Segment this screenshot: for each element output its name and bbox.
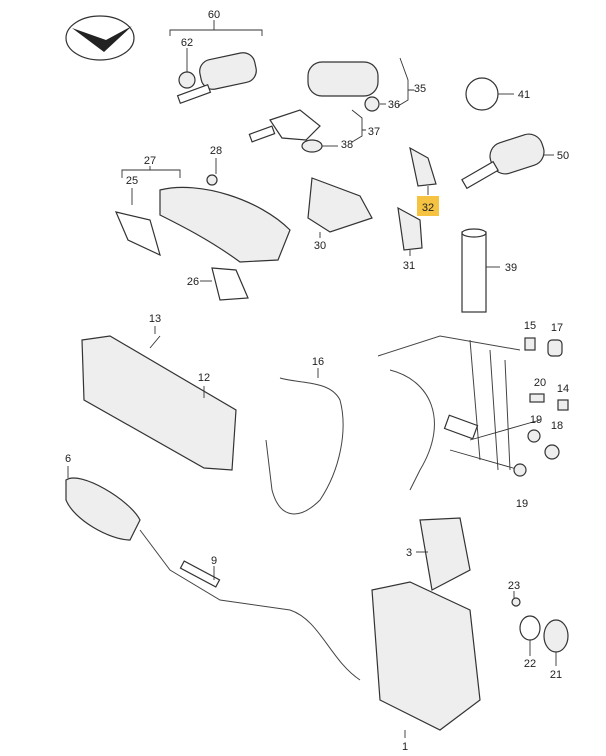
label-22: 22 (524, 658, 536, 670)
label-50: 50 (557, 150, 569, 162)
highlight-box (417, 196, 439, 216)
label-62: 62 (181, 37, 193, 49)
label-37: 37 (368, 126, 380, 138)
label-17: 17 (551, 322, 563, 334)
label-6: 6 (65, 453, 71, 465)
part-small-fasteners (513, 337, 569, 477)
label-30: 30 (314, 240, 326, 252)
label-16: 16 (312, 356, 324, 368)
label-25: 25 (126, 175, 138, 187)
part-cable-16 (265, 368, 344, 515)
label-13: 13 (149, 313, 161, 325)
label-38: 38 (341, 139, 353, 151)
label-23: 23 (508, 580, 520, 592)
part-labels: 60 62 35 36 37 38 41 50 27 28 25 32 30 3… (65, 9, 569, 753)
door-panel (377, 335, 541, 491)
part-key-set (169, 20, 554, 190)
label-15: 15 (524, 320, 536, 332)
part-inner-handle (65, 466, 141, 541)
label-39: 39 (505, 262, 517, 274)
label-1: 1 (402, 741, 408, 753)
label-28: 28 (210, 145, 222, 157)
part-cable-9 (139, 529, 361, 681)
part-handle-carrier (81, 326, 237, 471)
label-14: 14 (557, 383, 569, 395)
label-9: 9 (211, 555, 217, 567)
label-21: 21 (550, 669, 562, 681)
label-31: 31 (403, 260, 415, 272)
label-35: 35 (414, 83, 426, 95)
part-door-handle (114, 146, 500, 313)
label-32: 32 (422, 202, 434, 214)
label-18: 18 (551, 420, 563, 432)
label-26: 26 (187, 276, 199, 288)
brand-logo (65, 15, 135, 61)
label-12: 12 (198, 372, 210, 384)
label-19-upper: 19 (530, 414, 542, 426)
label-36: 36 (388, 99, 400, 111)
label-20: 20 (534, 377, 546, 389)
part-door-lock (371, 517, 569, 738)
label-3: 3 (406, 547, 412, 559)
label-60: 60 (208, 9, 220, 21)
label-19-lower: 19 (516, 498, 528, 510)
label-41: 41 (518, 89, 530, 101)
label-27: 27 (144, 155, 156, 167)
